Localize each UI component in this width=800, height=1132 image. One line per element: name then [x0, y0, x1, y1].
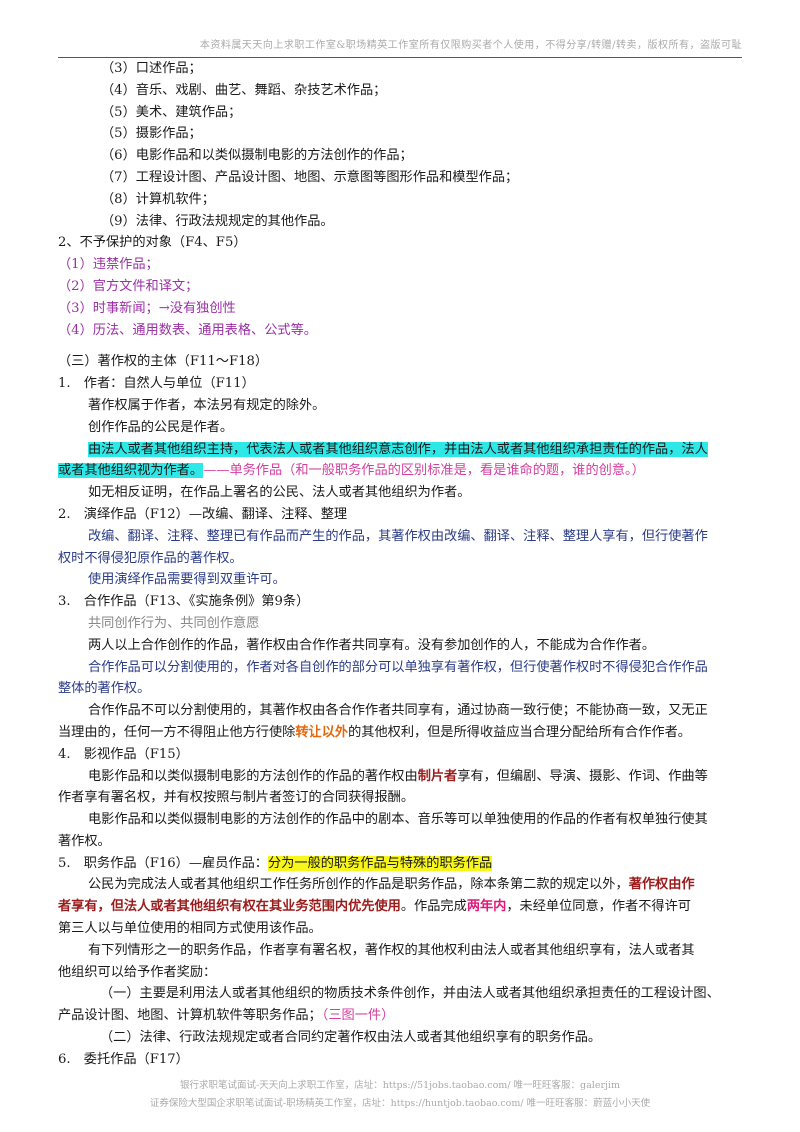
text-line: 作者享有署名权，并有权按照与制片者签订的合同获得报酬。 — [58, 790, 415, 806]
text-line: （二）法律、行政法规规定或者合同约定著作权由法人或者其他组织享有的职务作品。 — [100, 1030, 602, 1046]
text-line: 著作权。 — [58, 833, 111, 849]
footer-line-1: 银行求职笔试面试-天天向上求职工作室，店址：https://51jobs.tao… — [180, 1080, 620, 1091]
text-line: 使用演绎作品需要得到双重许可。 — [88, 572, 286, 588]
highlighted-text: 由法人或者其他组织主持，代表法人或者其他组织意志创作，并由法人或者其他组织承担责… — [88, 441, 708, 457]
section-heading: （三）著作权的主体（F11～F18） — [58, 354, 269, 370]
text-line: 电影作品和以类似摄制电影的方法创作的作品中的剧本、音乐等可以单独使用的作品的作者… — [88, 812, 708, 828]
item-heading: 2. 演绎作品（F12）—改编、翻译、注释、整理 — [58, 506, 348, 522]
text-span: 产品设计图、地图、计算机软件等职务作品； — [58, 1008, 322, 1024]
text-span: 当理由的，任何一方不得阻止他方行使除 — [58, 724, 296, 740]
highlighted-text: 分为一般的职务作品与特殊的职务作品 — [267, 855, 493, 871]
page-header: 本资料属天天向上求职工作室&职场精英工作室所有仅限购买者个人使用，不得分享/转赠… — [58, 36, 742, 58]
footer-line-2: 证券保险大型国企求职笔试面试-职场精英工作室，店址：https://huntjo… — [149, 1098, 651, 1109]
text-span: 电影作品和以类似摄制电影的方法创作的作品的著作权由 — [88, 768, 418, 784]
emphasis-text: 著作权由作 — [628, 877, 695, 893]
text-line: （7）工程设计图、产品设计图、地图、示意图等图形作品和模型作品； — [101, 169, 519, 185]
item-heading: 4. 影视作品（F15） — [58, 746, 189, 762]
text-line: （一）主要是利用法人或者其他组织的物质技术条件创作，并由法人或者其他组织承担责任… — [100, 986, 720, 1002]
spacer — [58, 341, 748, 351]
item-heading: 1. 作者：自然人与单位（F11） — [58, 376, 255, 392]
text-line: （1）违禁作品； — [58, 257, 159, 273]
text-line: （4）历法、通用数表、通用表格、公式等。 — [58, 322, 317, 338]
emphasis-text: 制片者 — [417, 768, 458, 784]
text-line: （5）摄影作品； — [101, 126, 202, 142]
text-line: 改编、翻译、注释、整理已有作品而产生的作品，其著作权由改编、翻译、注释、整理人享… — [88, 528, 708, 544]
document-body: （3）口述作品； （4）音乐、戏剧、曲艺、舞蹈、杂技艺术作品； （5）美术、建筑… — [58, 58, 748, 1071]
text-line: （5）美术、建筑作品； — [101, 104, 242, 120]
text-line: （3）时事新闻；→没有独创性 — [58, 300, 236, 316]
emphasis-text: 两年内 — [466, 899, 507, 915]
text-line: （9）法律、行政法规规定的其他作品。 — [101, 213, 334, 229]
text-span: 享有，但编剧、导演、摄影、作词、作曲等 — [457, 768, 708, 784]
text-line: （6）电影作品和以类似摄制电影的方法创作的作品； — [101, 148, 413, 164]
item-heading: 5. 职务作品（F16）—雇员作品： — [58, 855, 268, 871]
text-line: 如无相反证明，在作品上署名的公民、法人或者其他组织为作者。 — [88, 485, 471, 501]
item-heading: 6. 委托作品（F17） — [58, 1051, 189, 1067]
text-line: 著作权属于作者，本法另有规定的除外。 — [88, 397, 326, 413]
text-line: 创作作品的公民是作者。 — [88, 419, 234, 435]
text-span: ，未经单位同意，作者不得许可 — [506, 899, 691, 915]
text-line: 合作作品可以分割使用的，作者对各自创作的部分可以单独享有著作权，但行使著作权时不… — [88, 659, 708, 675]
text-line: 权时不得侵犯原作品的著作权。 — [58, 550, 243, 566]
text-line: 第三人以与单位使用的相同方式使用该作品。 — [58, 921, 322, 937]
text-line: 整体的著作权。 — [58, 681, 151, 697]
text-line: 有下列情形之一的职务作品，作者享有署名权，著作权的其他权利由法人或者其他组织享有… — [88, 942, 695, 958]
text-line: （2）官方文件和译文； — [58, 278, 199, 294]
text-line: 他组织可以给予作者奖励： — [58, 964, 217, 980]
highlighted-text: 或者其他组织视为作者。 — [58, 463, 204, 479]
annotation-text: ——单务作品（和一般职务作品的区别标准是，看是谁命的题，谁的创意。） — [203, 463, 645, 479]
text-line: （4）音乐、戏剧、曲艺、舞蹈、杂技艺术作品； — [101, 82, 387, 98]
annotation-text: （三图一件） — [321, 1008, 395, 1024]
text-span: 公民为完成法人或者其他组织工作任务所创作的作品是职务作品，除本条第二款的规定以外… — [88, 877, 629, 893]
text-line: （3）口述作品； — [101, 61, 202, 76]
text-line: 共同创作行为、共同创作意愿 — [88, 615, 260, 631]
section-heading: 2、不予保护的对象（F4、F5） — [58, 235, 247, 251]
text-span: 。作品完成 — [400, 899, 467, 915]
text-line: （8）计算机软件； — [101, 191, 215, 207]
text-line: 合作作品不可以分割使用的，其著作权由各合作作者共同享有，通过协商一致行使；不能协… — [88, 703, 708, 719]
emphasis-text: 者享有，但法人或者其他组织有权在其业务范围内优先使用 — [58, 899, 401, 915]
text-span: 的其他权利，但是所得收益应当合理分配给所有合作作者。 — [348, 724, 691, 740]
emphasis-text: 转让以外 — [295, 724, 349, 740]
text-line: 两人以上合作创作的作品，著作权由合作作者共同享有。没有参加创作的人，不能成为合作… — [88, 637, 656, 653]
item-heading: 3. 合作作品（F13、《实施条例》第9条） — [58, 594, 310, 610]
